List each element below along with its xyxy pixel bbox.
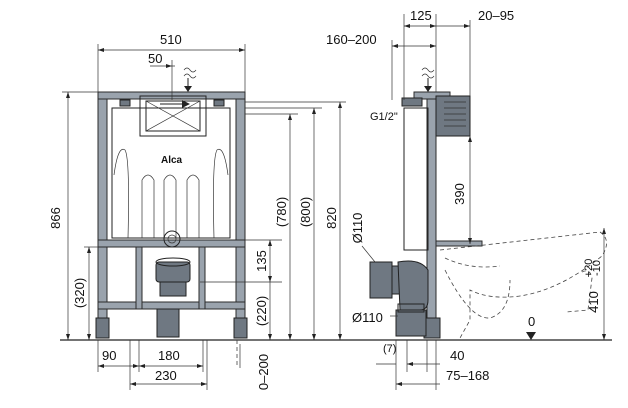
brand-logo: Alca — [161, 155, 183, 166]
front-dimensions — [62, 44, 346, 390]
dim-180: 180 — [158, 348, 180, 363]
dim-135: 135 — [254, 250, 269, 272]
dim-230: 230 — [155, 368, 177, 383]
dim-75-168: 75–168 — [446, 368, 489, 383]
side-view-pipes — [369, 260, 429, 337]
dim-125: 125 — [410, 8, 432, 23]
toilet-bowl-outline — [439, 231, 607, 339]
side-view-frame — [401, 67, 483, 339]
dim-height-320: (320) — [72, 278, 87, 308]
dim-d110-upper: Ø110 — [350, 213, 365, 244]
dim-220: (220) — [254, 296, 269, 326]
drain-pipe-front — [155, 230, 191, 338]
dim-0-200: 0–200 — [256, 354, 271, 390]
dim-820: 820 — [324, 207, 339, 229]
dim-800: (800) — [298, 197, 313, 227]
dim-780: (780) — [274, 197, 289, 227]
dim-40: 40 — [450, 348, 464, 363]
front-view-frame — [95, 91, 248, 339]
dim-height-866: 866 — [48, 207, 63, 229]
dim-7: (7) — [383, 343, 396, 355]
dim-d110-lower: Ø110 — [352, 310, 383, 325]
dim-160-200: 160–200 — [326, 32, 377, 47]
dim-410: 410 — [586, 291, 601, 313]
dim-410-tol-minus: -10 — [591, 260, 603, 276]
dim-20-95: 20–95 — [478, 8, 514, 23]
dim-offset-50: 50 — [148, 51, 162, 66]
dim-390: 390 — [452, 183, 467, 205]
dim-width-510: 510 — [160, 32, 182, 47]
label-g12-inlet: G1/2" — [370, 111, 398, 123]
side-dimensions — [361, 14, 606, 390]
dim-90: 90 — [102, 348, 116, 363]
cistern-front — [111, 67, 231, 239]
dim-410-tol-plus: +20 — [583, 259, 595, 278]
dim-zero-level: 0 — [528, 314, 535, 329]
